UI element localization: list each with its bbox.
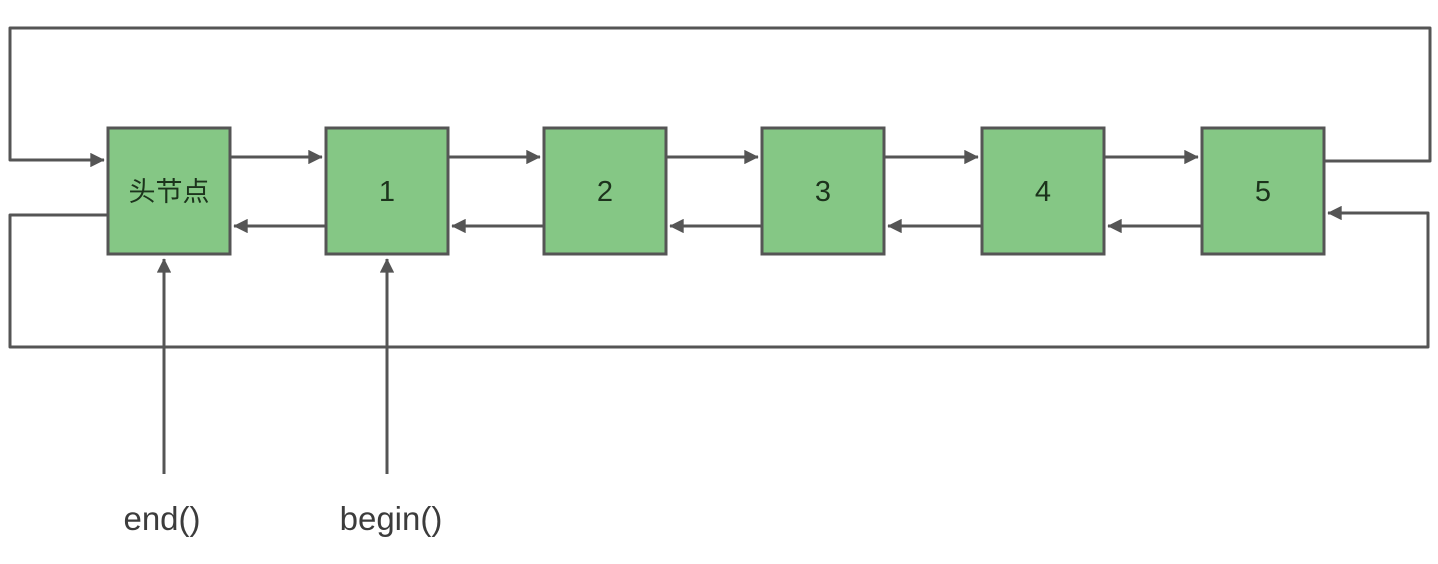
node-5-label: 5 <box>1255 176 1271 208</box>
node-4-box <box>980 126 1106 256</box>
node-2-label: 2 <box>597 176 613 208</box>
node-5-box <box>1200 126 1326 256</box>
begin-label: begin() <box>340 500 443 537</box>
node-1-box <box>324 126 450 256</box>
node-3: 3 <box>760 126 886 256</box>
node-head-label: 头节点 <box>129 177 210 207</box>
node-4: 4 <box>980 126 1106 256</box>
node-3-label: 3 <box>815 176 831 208</box>
node-5: 5 <box>1200 126 1326 256</box>
node-2: 2 <box>542 126 668 256</box>
node-1: 1 <box>324 126 450 256</box>
node-head-box <box>106 126 232 256</box>
node-1-label: 1 <box>379 176 395 208</box>
node-head: 头节点 <box>106 126 232 256</box>
node-4-label: 4 <box>1035 176 1051 208</box>
wraparound-next-arrow <box>8 26 1432 168</box>
end-label: end() <box>123 500 200 537</box>
node-2-box <box>542 126 668 256</box>
wraparound-prev-arrow <box>8 205 1430 349</box>
node-3-box <box>760 126 886 256</box>
